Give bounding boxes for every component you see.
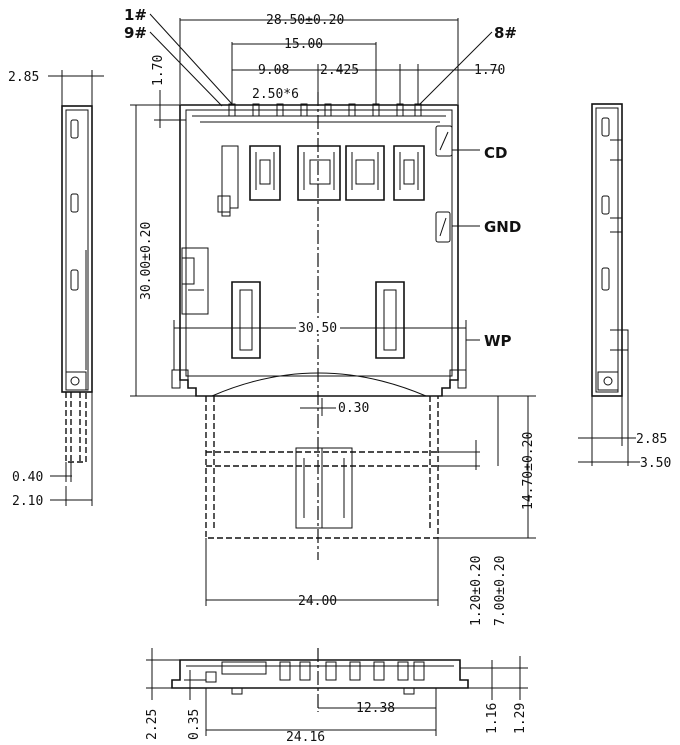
dim-card-offset: 0.30	[338, 401, 369, 416]
dim-front-pin: 0.35	[187, 709, 202, 740]
dim-right-total: 3.50	[640, 456, 671, 471]
dim-overall-width: 28.50±0.20	[266, 13, 344, 28]
dim-pin-gap: 2.425	[320, 63, 359, 78]
wp-label: WP	[484, 332, 512, 350]
top-view: 28.50±0.20 15.00 9.08 2.425 1.70 2.50*6 …	[124, 6, 536, 626]
pin9-label: 9#	[124, 24, 147, 42]
dim-left-thickness: 2.85	[8, 70, 39, 85]
dim-front-h1: 1.16	[485, 703, 500, 734]
dim-top-offset: 1.70	[151, 55, 166, 86]
dim-card-step2: 7.00±0.20	[493, 556, 508, 626]
right-side-view: 2.85 3.50	[578, 103, 671, 471]
dim-card-step1: 1.20±0.20	[469, 556, 484, 626]
dim-front-h2: 1.29	[513, 703, 528, 734]
cd-label: CD	[484, 144, 507, 162]
dim-card-insert: 14.70±0.20	[521, 432, 536, 510]
dim-height: 30.00±0.20	[139, 222, 154, 300]
left-side-view: 2.85 0.40 2.10	[8, 70, 104, 509]
dim-right-thickness: 2.85	[636, 432, 667, 447]
dim-left-pin: 0.40	[12, 470, 43, 485]
pin1-label: 1#	[124, 6, 147, 24]
dim-right-offset: 1.70	[474, 63, 505, 78]
dim-wp-width: 30.50	[298, 321, 337, 336]
dim-left-offset: 9.08	[258, 63, 289, 78]
dim-front-width: 24.16	[286, 730, 325, 745]
gnd-label: GND	[484, 218, 521, 236]
card-outline	[205, 396, 439, 539]
pin8-label: 8#	[494, 24, 517, 42]
dim-front-height: 2.25	[145, 709, 160, 740]
front-view: 2.25 0.35 12.38 24.16 1.16 1.29	[145, 648, 528, 745]
dim-pitch: 2.50*6	[252, 87, 299, 102]
dim-front-center: 12.38	[356, 701, 395, 716]
dim-left-total: 2.10	[12, 494, 43, 509]
dim-pin-span: 15.00	[284, 37, 323, 52]
dim-card-width: 24.00	[298, 594, 337, 609]
contacts	[217, 145, 425, 217]
